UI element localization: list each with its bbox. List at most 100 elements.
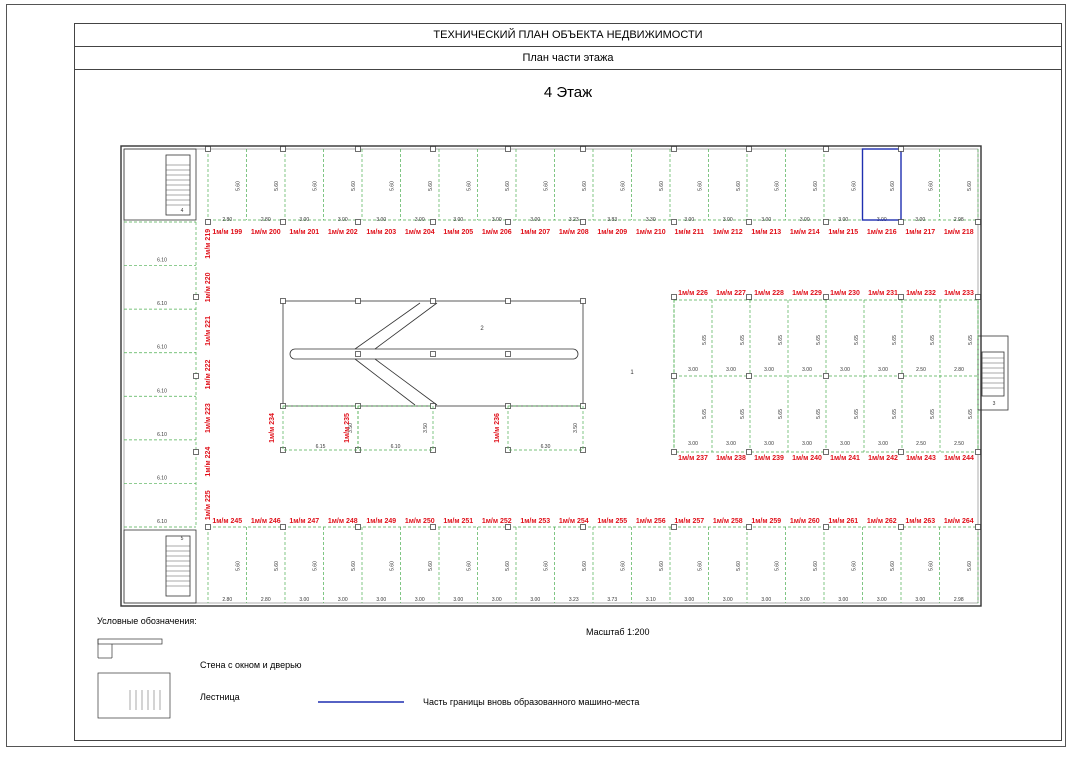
space-length-top: 5.60 [890,181,896,191]
column [746,524,752,530]
space-length-right-upper: 5.65 [740,335,746,345]
parking-label-bottom: 1м/м 257 [674,518,704,525]
space-width-right-upper: 2.50 [916,367,926,373]
space-length-top: 5.60 [235,181,241,191]
legend-boundary-label: Часть границы вновь образованного машино… [423,697,640,707]
parking-label-top: 1м/м 207 [520,229,550,236]
space-length-top: 5.60 [851,181,857,191]
space-length-top: 5.60 [774,181,780,191]
column [975,449,981,455]
parking-label-right-upper: 1м/м 233 [944,290,974,297]
space-width-top: 3.00 [338,217,348,223]
parking-label-bottom: 1м/м 247 [289,518,319,525]
parking-label-bottom: 1м/м 254 [559,518,589,525]
room-number: 1 [630,370,634,376]
space-width-bottom: 2.98 [954,597,964,603]
column [580,524,586,530]
parking-label-right-upper: 1м/м 226 [678,290,708,297]
space-width-center: 6.30 [541,444,551,450]
space-width-center: 6.15 [316,444,326,450]
parking-label-top: 1м/м 215 [828,229,858,236]
stair-right [981,351,1005,397]
space-length-right-lower: 5.65 [816,409,822,419]
space-width-top: 3.00 [838,217,848,223]
space-width-top: 3.00 [530,217,540,223]
space-width-right-lower: 2.50 [916,441,926,447]
parking-label-right-lower: 1м/м 244 [944,455,974,462]
column [193,294,199,300]
column [280,219,286,225]
space-width-top: 2.80 [222,217,232,223]
column [823,146,829,152]
space-length-bottom: 5.60 [967,561,973,571]
space-width-bottom: 3.00 [453,597,463,603]
space-length-top: 5.60 [543,181,549,191]
column [671,524,677,530]
parking-label-right-upper: 1м/м 230 [830,290,860,297]
column [671,146,677,152]
column [823,219,829,225]
parking-label-top: 1м/м 214 [790,229,820,236]
space-width-top: 3.00 [723,217,733,223]
parking-label-bottom: 1м/м 255 [597,518,627,525]
column [505,298,511,304]
space-width-bottom: 3.00 [838,597,848,603]
space-width-right-lower: 2.50 [954,441,964,447]
space-width-right-upper: 3.00 [802,367,812,373]
space-length-bottom: 5.60 [813,561,819,571]
ramp-line [354,358,416,406]
parking-label-left: 1м/м 221 [205,316,212,346]
space-length-bottom: 5.60 [235,561,241,571]
space-width-bottom: 3.00 [530,597,540,603]
parking-label-top: 1м/м 211 [675,229,705,236]
column [205,524,211,530]
space-length-right-upper: 5.65 [892,335,898,345]
space-length-right-lower: 5.65 [930,409,936,419]
space-width-right-lower: 3.00 [840,441,850,447]
parking-label-left: 1м/м 219 [205,229,212,259]
parking-label-right-lower: 1м/м 240 [792,455,822,462]
column [580,219,586,225]
space-length-bottom: 5.60 [351,561,357,571]
parking-label-top: 1м/м 205 [443,229,473,236]
column [975,219,981,225]
column [205,219,211,225]
space-width-bottom: 3.00 [338,597,348,603]
column [975,524,981,530]
room-number: 5 [181,536,184,542]
parking-label-top: 1м/м 201 [289,229,319,236]
space-width-bottom: 3.10 [646,597,656,603]
space-length-right-upper: 5.65 [854,335,860,345]
column [505,146,511,152]
space-width-bottom: 3.00 [415,597,425,603]
space-length-top: 5.60 [351,181,357,191]
space-length-top: 5.60 [428,181,434,191]
parking-label-right-upper: 1м/м 228 [754,290,784,297]
parking-label-bottom: 1м/м 248 [328,518,358,525]
space-length-bottom: 5.60 [697,561,703,571]
space-width-top: 3.00 [800,217,810,223]
parking-label-center: 1м/м 235 [344,413,351,443]
space-length-right-upper: 5.65 [930,335,936,345]
parking-label-top: 1м/м 203 [366,229,396,236]
space-length-right-lower: 5.65 [740,409,746,419]
column [193,449,199,455]
space-width-bottom: 3.00 [761,597,771,603]
column [823,449,829,455]
space-width-right-upper: 3.00 [840,367,850,373]
space-width-top: 3.00 [492,217,502,223]
space-width-center: 6.10 [391,444,401,450]
parking-label-bottom: 1м/м 262 [867,518,897,525]
space-width-left: 6.10 [157,432,167,438]
parking-label-left: 1м/м 225 [205,490,212,520]
column [898,294,904,300]
column [505,524,511,530]
ramp-line [374,358,438,406]
space-length-bottom: 5.60 [620,561,626,571]
parking-label-right-lower: 1м/м 242 [868,455,898,462]
room-number: 2 [480,326,484,332]
column [746,294,752,300]
space-length-bottom: 5.60 [851,561,857,571]
column [898,219,904,225]
